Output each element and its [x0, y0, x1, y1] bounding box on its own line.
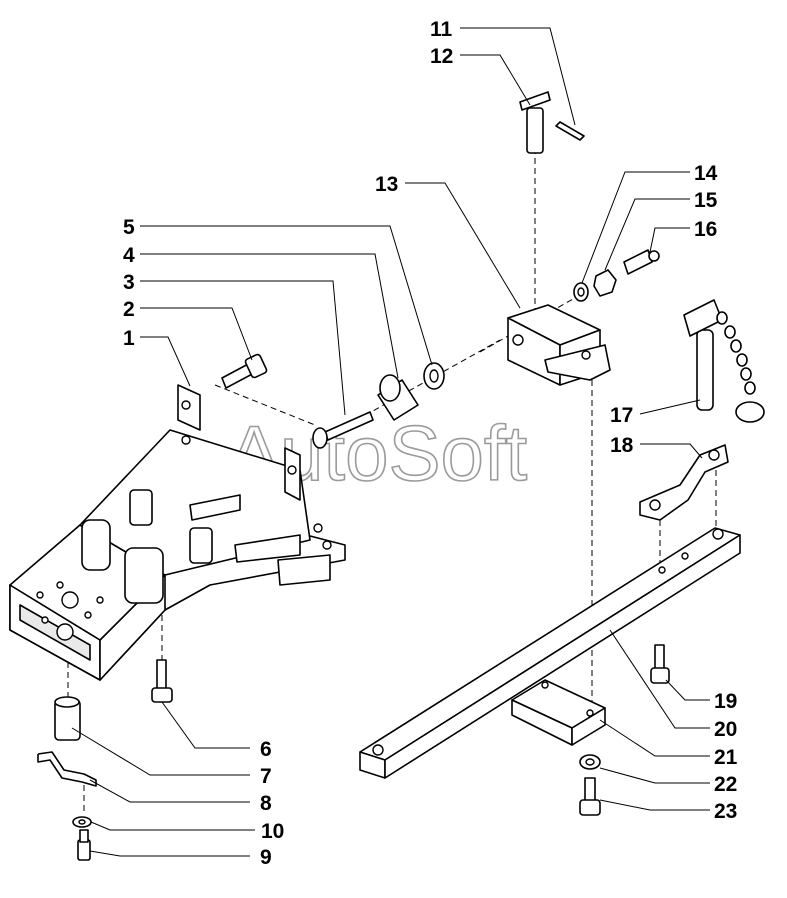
clamp-strap-part-8 [37, 751, 97, 787]
callout-20: 20 [714, 718, 737, 741]
callout-21: 21 [714, 746, 738, 769]
frame-slot-2 [124, 547, 164, 604]
bolt-part-3 [312, 411, 374, 449]
callout-17: 17 [610, 404, 633, 427]
frame-slot-1 [81, 519, 111, 571]
support-block-part-21 [511, 679, 606, 746]
clip-part-11 [555, 121, 585, 141]
fitting-part-16 [623, 249, 660, 275]
callout-13: 13 [375, 173, 398, 196]
callout-3: 3 [123, 271, 135, 294]
callout-11: 11 [430, 18, 453, 41]
pin-part-12 [519, 91, 551, 154]
callout-15: 15 [694, 189, 718, 212]
bolt-part-6 [151, 659, 173, 703]
bolt-part-2 [221, 353, 268, 389]
hitch-block-part-13 [507, 304, 611, 386]
bolt-part-19 [650, 644, 670, 684]
callout-1: 1 [123, 327, 135, 350]
chain [716, 311, 765, 423]
callout-4: 4 [123, 244, 135, 267]
callout-5: 5 [123, 216, 135, 239]
main-bracket-frame [9, 384, 346, 681]
bolt-part-9 [77, 829, 91, 861]
drawbar-part-20 [359, 527, 741, 779]
callout-22: 22 [714, 773, 737, 796]
callout-6: 6 [260, 738, 272, 761]
callout-labels: 1 2 3 4 5 6 7 8 9 10 11 12 13 14 15 16 1… [123, 18, 738, 869]
pin-part-7 [54, 696, 81, 741]
bushing-part-4 [377, 374, 419, 421]
frame-boss-2 [189, 527, 213, 564]
offset-link-part-18 [639, 444, 729, 521]
callout-19: 19 [714, 690, 737, 713]
callout-9: 9 [260, 846, 272, 869]
callout-7: 7 [260, 765, 272, 788]
pin-with-chain-part-17 [683, 299, 765, 423]
washer-part-10 [72, 816, 92, 828]
frame-boss-1 [129, 489, 153, 526]
callout-16: 16 [694, 218, 717, 241]
nut-part-15 [593, 269, 617, 297]
callout-23: 23 [714, 800, 737, 823]
leader-lines [71, 27, 710, 857]
washer-part-22 [579, 754, 601, 770]
callout-2: 2 [123, 298, 135, 321]
callout-12: 12 [430, 45, 453, 68]
washer-part-14 [573, 282, 589, 302]
washer-part-5 [423, 362, 445, 390]
callout-8: 8 [260, 792, 272, 815]
callout-14: 14 [694, 162, 718, 185]
bolt-part-23 [579, 777, 601, 816]
callout-10: 10 [261, 820, 284, 843]
callout-18: 18 [610, 434, 634, 457]
